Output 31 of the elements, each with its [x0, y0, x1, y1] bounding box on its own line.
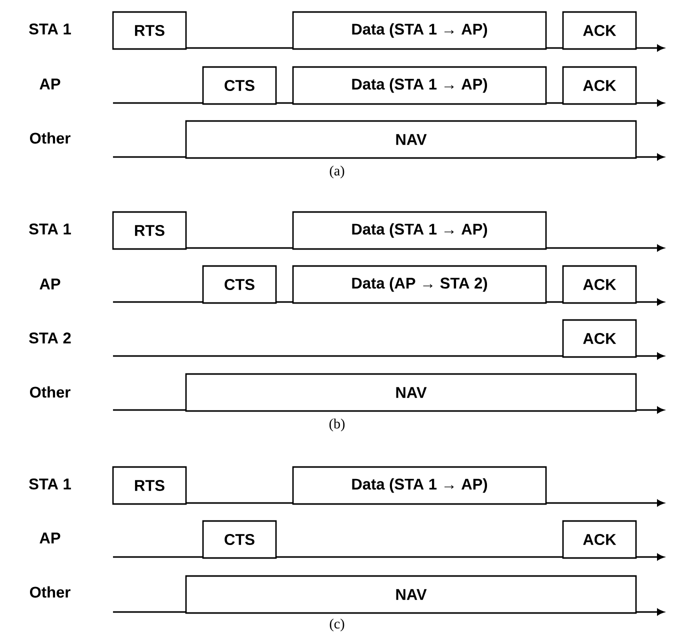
frame-box: RTS [112, 211, 187, 250]
frame-box: RTS [112, 466, 187, 505]
station-label: AP [40, 532, 60, 544]
station-label: Other [30, 132, 70, 144]
frame-box: Data (STA 1 → AP) [292, 466, 547, 505]
station-label: STA 1 [29, 224, 71, 234]
frame-box: CTS [202, 265, 277, 304]
frame-box: ACK [562, 11, 637, 50]
station-label: STA 1 [29, 478, 71, 490]
frame-box: RTS [112, 11, 187, 50]
frame-box: CTS [202, 520, 277, 559]
frame-box: CTS [202, 66, 277, 105]
frame-box: ACK [562, 319, 637, 358]
station-label: STA 1 [29, 24, 71, 34]
frame-box: ACK [562, 66, 637, 105]
frame-box: Data (STA 1 → AP) [292, 11, 547, 50]
station-label: Other [30, 586, 70, 598]
frame-box: ACK [562, 265, 637, 304]
station-label: AP [40, 278, 60, 290]
station-label: STA 2 [29, 332, 71, 344]
panel-caption: (a) [330, 166, 344, 178]
frame-box: ACK [562, 520, 637, 559]
frame-box: NAV [185, 120, 637, 159]
frame-box: Data (STA 1 → AP) [292, 211, 547, 250]
frame-box: NAV [185, 373, 637, 412]
frame-box: Data (STA 1 → AP) [292, 66, 547, 105]
frame-box: NAV [185, 575, 637, 614]
station-label: Other [30, 386, 70, 398]
station-label: AP [40, 78, 60, 90]
panel-caption: (b) [329, 418, 345, 432]
frame-box: Data (AP → STA 2) [292, 265, 547, 304]
